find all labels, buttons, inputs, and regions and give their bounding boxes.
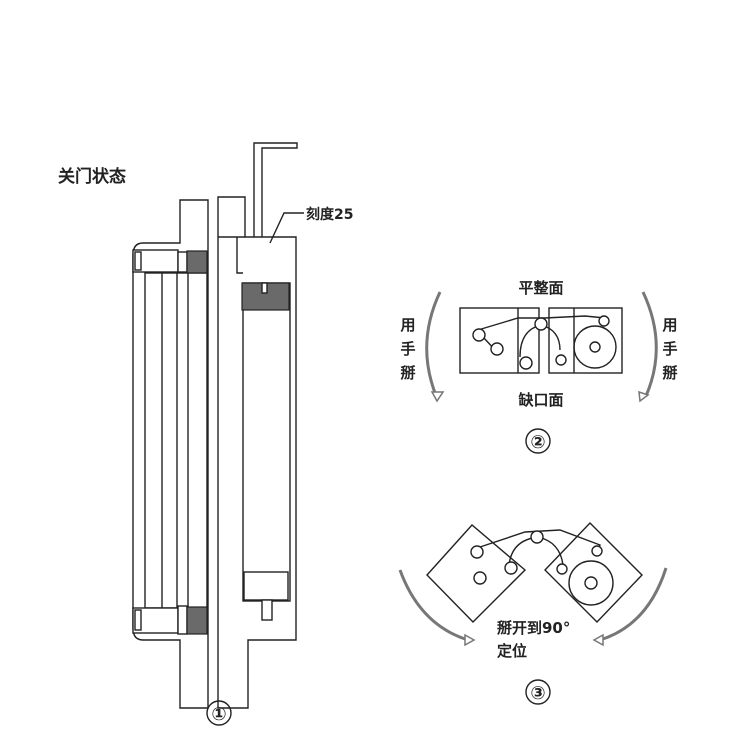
flat-face-label: 平整面: [518, 279, 563, 297]
step-3-label: ③: [530, 683, 545, 704]
rotate-arrow-right: [641, 291, 658, 397]
hinge-closed-view: [459, 307, 623, 374]
hinge-cylinder: [242, 282, 291, 602]
step-1-circle: [206, 700, 232, 726]
side-char: 用: [400, 316, 415, 334]
side-char: 手: [662, 340, 677, 358]
hinge-open-view: [426, 521, 643, 624]
open-arrow-right: [599, 567, 668, 642]
frame-strips: [144, 272, 208, 609]
open-90-caption: 掰开到90°: [497, 619, 570, 637]
open-arrow-left: [398, 569, 469, 642]
side-char: 用: [662, 316, 677, 334]
step-2-section: 平整面 缺口面 用 手 掰 用 手 掰 ②: [400, 279, 678, 454]
piston-shaft: [261, 599, 273, 621]
rotate-arrow-left: [425, 291, 442, 399]
step-3-circle: [525, 679, 551, 705]
closed-state-section: 关门状态 刻度25: [58, 142, 353, 726]
piston: [243, 571, 289, 601]
scale-pointer-line: [269, 212, 304, 244]
step-1-label: ①: [211, 704, 226, 725]
step-2-circle: [525, 428, 551, 454]
step-2-label: ②: [530, 432, 545, 453]
hex-key: [253, 142, 298, 290]
side-char: 手: [400, 340, 415, 358]
step-3-section: 掰开到90° 定位 ③: [398, 521, 668, 705]
side-char: 掰: [400, 364, 415, 382]
notch-face-label: 缺口面: [517, 391, 563, 409]
positioning-caption: 定位: [497, 642, 527, 660]
closed-state-title: 关门状态: [58, 166, 126, 187]
scale-label: 刻度25: [306, 206, 353, 223]
side-char: 掰: [662, 364, 677, 382]
bottom-bolt: [132, 605, 208, 635]
top-bolt: [132, 249, 208, 274]
